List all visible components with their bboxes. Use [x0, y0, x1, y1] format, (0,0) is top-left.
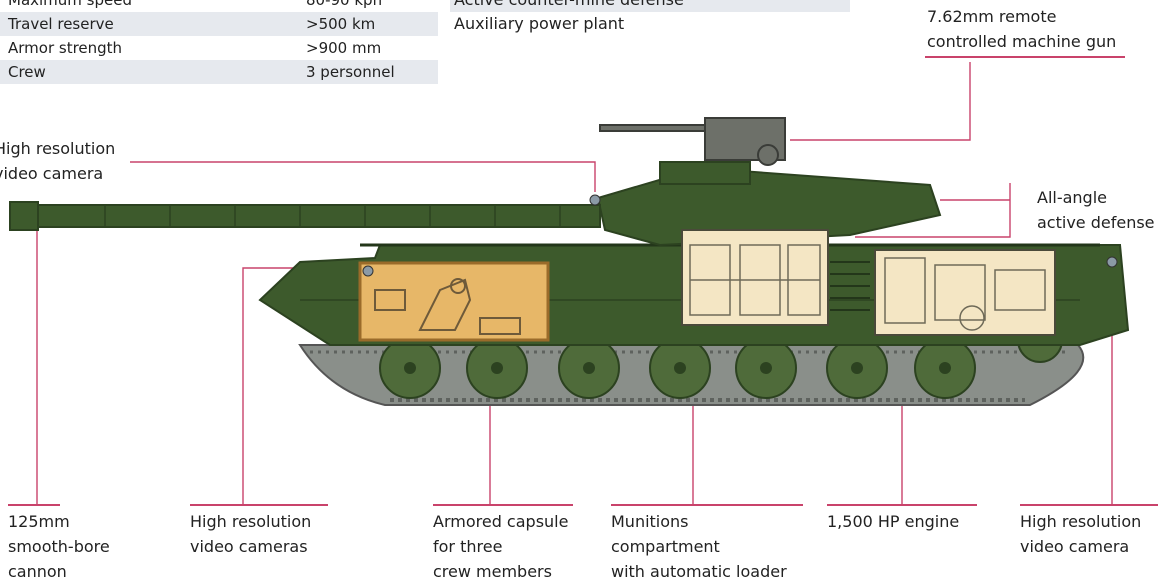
callout-line: with automatic loader [611, 562, 787, 581]
callout-active-defense: All-angle active defense [1037, 185, 1155, 235]
callout-line: for three [433, 537, 503, 556]
callout-camera-top: High resolution video camera [0, 136, 115, 186]
callout-line: High resolution [1020, 512, 1142, 531]
spec-row: Crew 3 personnel [0, 60, 438, 84]
engine-parts [884, 257, 1046, 331]
callout-line: All-angle [1037, 188, 1107, 207]
turret-block [659, 161, 751, 185]
callout-underline [827, 504, 977, 506]
leader-active-defense [855, 183, 1011, 238]
spec-value: >900 mm [306, 39, 382, 57]
feature-list: Active counter-mine defense Auxiliary po… [450, 0, 850, 36]
spec-label: Crew [8, 63, 46, 81]
remote-machine-gun [599, 117, 786, 166]
crew-seat-outline [374, 278, 521, 335]
callout-line: Armored capsule [433, 512, 569, 531]
callout-line: 1,500 HP engine [827, 512, 960, 531]
cannon-segments [104, 205, 561, 227]
callout-line: controlled machine gun [927, 32, 1117, 51]
spec-table: Maximum speed 80-90 kph Travel reserve >… [0, 0, 438, 84]
munitions-compartment [681, 229, 829, 326]
callout-line: active defense [1037, 213, 1155, 232]
cannon-barrel [9, 204, 601, 228]
callout-line: video camera [0, 164, 104, 183]
spec-value: >500 km [306, 15, 376, 33]
cannon-muzzle [9, 201, 39, 231]
spec-row: Travel reserve >500 km [0, 12, 438, 36]
feature-item: Active counter-mine defense [450, 0, 850, 12]
callout-front-cameras: High resolution video cameras [190, 509, 311, 559]
spec-value: 80-90 kph [306, 0, 383, 9]
callout-line: Munitions [611, 512, 689, 531]
turret-camera-icon [589, 194, 601, 206]
rear-grille [830, 261, 870, 311]
callout-underline [925, 56, 1125, 58]
callout-line: video cameras [190, 537, 308, 556]
leader-camera-top [130, 161, 596, 192]
spec-row: Armor strength >900 mm [0, 36, 438, 60]
callout-line: crew members [433, 562, 552, 581]
callout-line: compartment [611, 537, 720, 556]
callout-engine: 1,500 HP engine [827, 509, 959, 534]
engine-compartment [874, 249, 1056, 336]
leader-machine-gun [790, 62, 971, 141]
callout-underline [611, 504, 803, 506]
callout-underline [8, 504, 60, 506]
callout-machine-gun: 7.62mm remote controlled machine gun [927, 4, 1116, 54]
feature-item: Auxiliary power plant [454, 14, 625, 33]
callout-munitions: Munitions compartment with automatic loa… [611, 509, 787, 584]
munitions-racks [689, 244, 821, 316]
callout-line: 125mm [8, 512, 70, 531]
callout-underline [1020, 504, 1158, 506]
callout-rear-camera: High resolution video camera [1020, 509, 1141, 559]
callout-underline [190, 504, 328, 506]
callout-cannon: 125mm smooth-bore cannon [8, 509, 110, 584]
spec-row: Maximum speed 80-90 kph [0, 0, 438, 12]
armored-capsule [358, 261, 550, 342]
callout-line: smooth-bore [8, 537, 110, 556]
callout-line: video camera [1020, 537, 1130, 556]
callout-line: 7.62mm remote [927, 7, 1057, 26]
road-wheels [379, 317, 1063, 399]
spec-label: Armor strength [8, 39, 123, 57]
callout-line: High resolution [190, 512, 312, 531]
front-camera-icon [362, 265, 374, 277]
callout-line: High resolution [0, 139, 116, 158]
spec-value: 3 personnel [306, 63, 395, 81]
callout-capsule: Armored capsule for three crew members [433, 509, 568, 584]
spec-label: Maximum speed [8, 0, 132, 9]
callout-underline [433, 504, 573, 506]
spec-label: Travel reserve [8, 15, 114, 33]
rear-camera-icon [1106, 256, 1118, 268]
callout-line: cannon [8, 562, 67, 581]
